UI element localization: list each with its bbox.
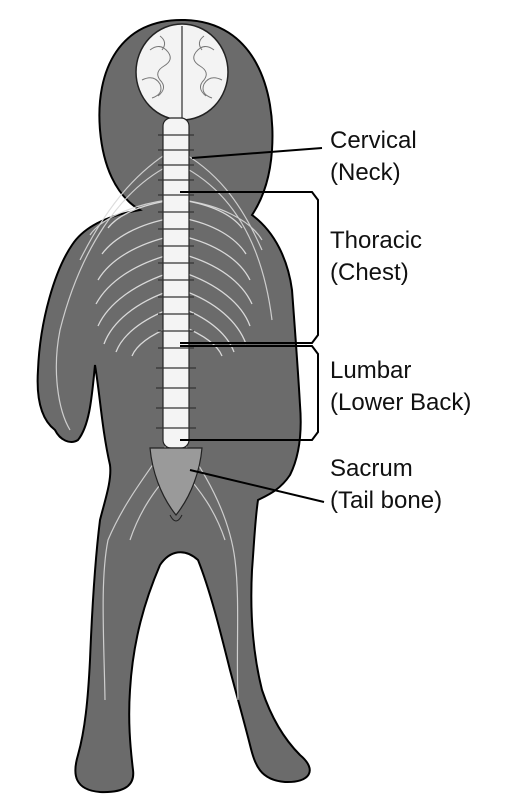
label-sacrum-name: Sacrum	[330, 455, 413, 482]
label-cervical-name: Cervical	[330, 127, 417, 154]
label-cervical-sub: (Neck)	[330, 159, 401, 186]
label-lumbar-name: Lumbar	[330, 357, 411, 384]
labels: Cervical (Neck) Thoracic (Chest) Lumbar …	[330, 127, 471, 514]
label-thoracic-name: Thoracic	[330, 227, 422, 254]
brain	[136, 24, 228, 120]
label-thoracic-sub: (Chest)	[330, 259, 409, 286]
label-lumbar-sub: (Lower Back)	[330, 389, 471, 416]
label-sacrum-sub: (Tail bone)	[330, 487, 442, 514]
